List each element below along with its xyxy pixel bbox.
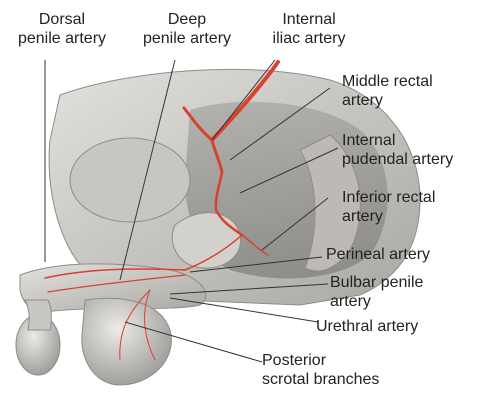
bladder (70, 138, 190, 222)
label-internal-iliac-artery: Internal iliac artery (254, 10, 364, 48)
label-middle-rectal-artery: Middle rectal artery (342, 72, 433, 110)
label-urethral-artery: Urethral artery (316, 317, 418, 336)
label-perineal-artery: Perineal artery (326, 245, 430, 264)
label-internal-pudendal-artery: Internal pudendal artery (342, 131, 453, 169)
label-dorsal-penile-artery: Dorsal penile artery (2, 10, 122, 48)
label-bulbar-penile-artery: Bulbar penile artery (330, 273, 423, 311)
label-inferior-rectal-artery: Inferior rectal artery (342, 188, 435, 226)
penis-distal (25, 300, 51, 330)
label-posterior-scrotal-branches: Posterior scrotal branches (262, 351, 379, 389)
label-deep-penile-artery: Deep penile artery (128, 10, 246, 48)
scrotum (82, 298, 172, 385)
